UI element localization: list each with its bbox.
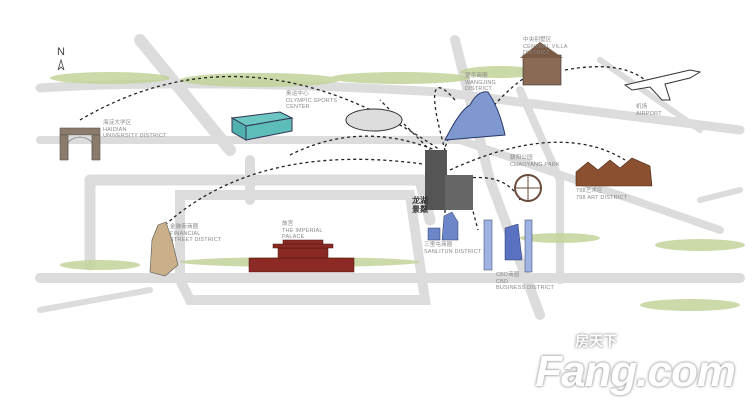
project-label: 龙湖景粼 (412, 196, 428, 214)
palace-en2: PALACE (282, 234, 305, 240)
villa-en2: DISTRICT (523, 50, 550, 56)
sanlitun-buildings-icon (427, 211, 459, 241)
airport-cn: 机场 (636, 104, 648, 110)
cbd-cn: CBD商圈 (496, 272, 520, 278)
financial-cn: 金融街商圈 (170, 224, 199, 230)
art798-factory-icon (575, 157, 653, 187)
art798-cn: 798艺术区 (576, 188, 603, 194)
financial-en2: STREET DISTRICT (170, 237, 222, 243)
trees (50, 66, 745, 311)
cbd-en1: CBD (496, 278, 509, 285)
project-towers-icon (425, 150, 473, 210)
sanlitun-cn: 三里屯商圈 (424, 242, 453, 248)
airport-en1: AIRPORT (636, 110, 662, 117)
chaoyang-en1: CHAOYANG PARK (510, 161, 560, 168)
olympic-cn: 奥运中心 (286, 91, 309, 97)
chaoyang-cn: 朝阳公园 (510, 155, 533, 161)
watermark-cn: 房天下 (575, 333, 618, 349)
airplane-icon (623, 69, 702, 101)
roads (35, 34, 745, 320)
haidian-en2: UNIVERSITY DISTRICT (103, 133, 167, 139)
wangjing-en1: WANGJING (465, 79, 497, 86)
ferris-wheel-icon (514, 174, 542, 202)
cbd-towers-icon (483, 219, 533, 273)
olympic-en2: CENTER (286, 104, 310, 110)
birds-nest-icon (345, 108, 403, 132)
olympic-en1: OLYMPIC SPORTS (286, 97, 338, 104)
project-name-1: 龙湖 (412, 196, 428, 205)
villa-cn: 中央别墅区 (523, 37, 552, 43)
haidian-cn: 海淀大学区 (103, 120, 132, 126)
financial-street-icon (149, 221, 179, 277)
water-cube-icon (230, 111, 294, 141)
villa-en1: CENTRAL VILLA (523, 43, 568, 50)
haidian-gate-icon (59, 127, 101, 161)
wangjing-en2: DISTRICT (465, 86, 492, 92)
imperial-palace-icon (248, 239, 355, 273)
central-villa-icon (520, 42, 563, 86)
north-arrow: N (57, 46, 65, 71)
palace-cn: 故宫 (282, 221, 294, 227)
art798-en1: 798 ART DISTRICT (576, 194, 628, 201)
project-name-2: 景粼 (412, 205, 428, 214)
wangjing-cn: 望京商圈 (465, 73, 488, 79)
palace-en1: THE IMPERIAL (282, 227, 323, 234)
financial-en1: FINANCIAL (170, 230, 201, 237)
cbd-en2: BUSINESS DISTRICT (496, 285, 555, 291)
north-arrow-icon (57, 59, 65, 71)
sanlitun-en1: SANLITUN DISTRICT (424, 248, 482, 255)
haidian-en1: HAIDIAN (103, 126, 127, 133)
wangjing-soho-icon (444, 91, 506, 141)
watermark-brand: Fang.com (535, 347, 736, 396)
compass-label: N (57, 46, 65, 58)
